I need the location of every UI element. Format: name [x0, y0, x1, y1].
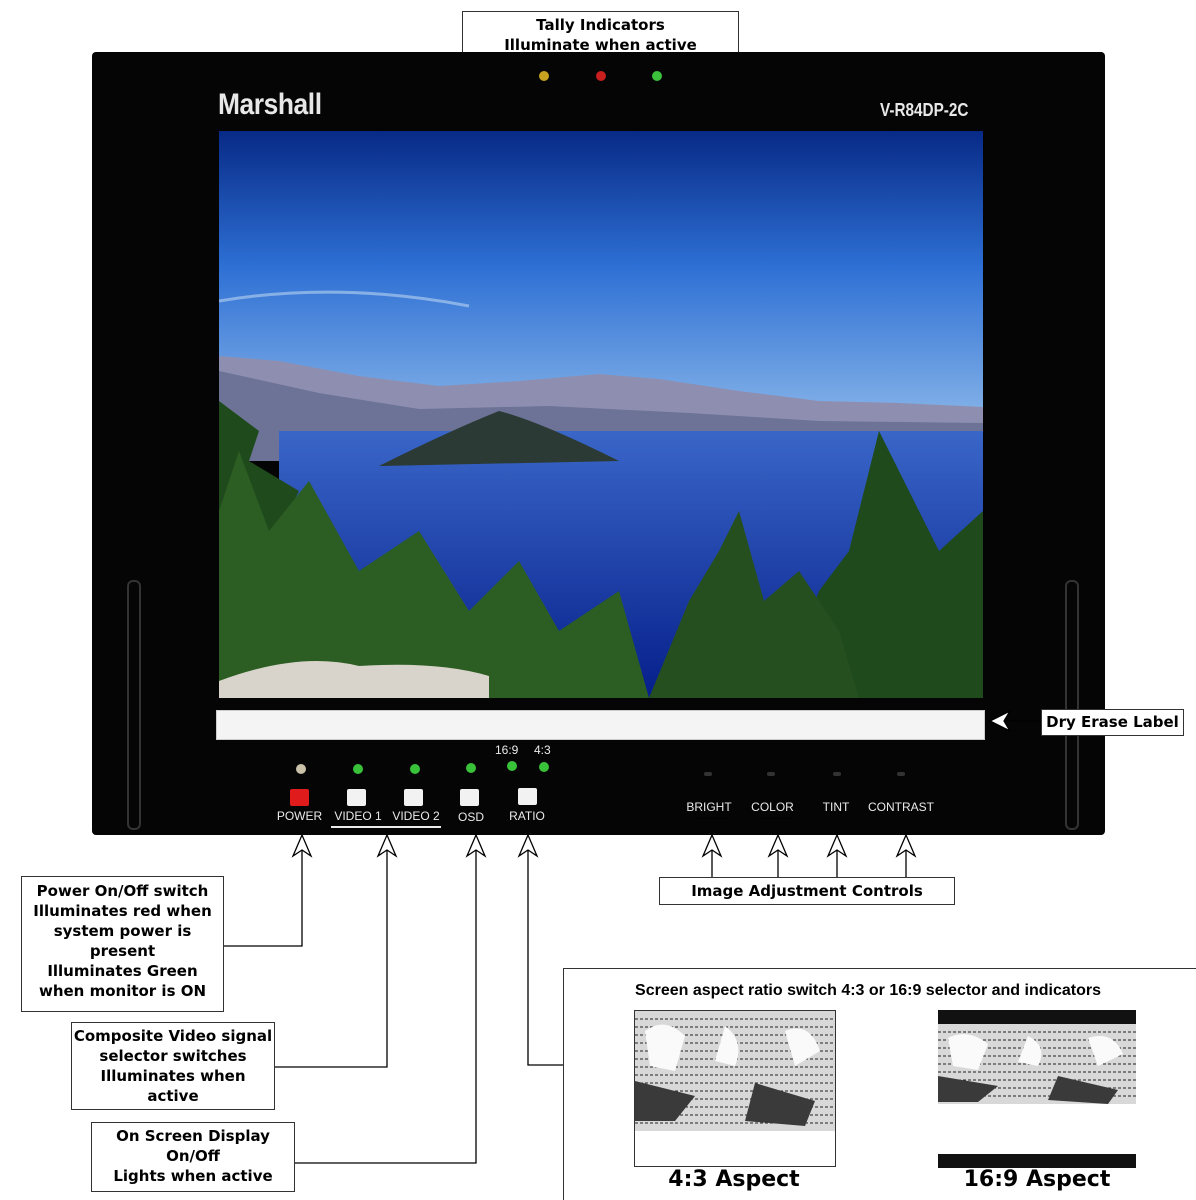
aspect-43-preview-image: [635, 1011, 835, 1131]
video-callout-line: active: [147, 1087, 199, 1105]
osd-button[interactable]: [460, 789, 479, 806]
dry-erase-label-callout: Dry Erase Label: [1041, 709, 1184, 736]
color-knob[interactable]: [767, 772, 775, 776]
monitor-screen-image: [219, 131, 983, 698]
composite-video-callout: Composite Video signal selector switches…: [71, 1022, 275, 1110]
video-callout-line: Composite Video signal: [73, 1027, 273, 1045]
bright-knob[interactable]: [704, 772, 712, 776]
aspect-169-preview-image: [938, 1010, 1136, 1168]
video-callout-line: selector switches: [99, 1047, 247, 1065]
tally-led-red: [596, 71, 606, 81]
image-adjustment-callout: Image Adjustment Controls: [659, 877, 955, 905]
tint-knob[interactable]: [833, 772, 841, 776]
power-button[interactable]: [290, 789, 309, 806]
right-rack-handle: [1065, 580, 1079, 830]
osd-button-label: OSD: [457, 810, 484, 824]
tally-led-green: [652, 71, 662, 81]
color-label: COLOR: [751, 800, 794, 814]
osd-callout-line: On/Off: [166, 1147, 220, 1165]
power-callout-line: system power is: [53, 922, 192, 940]
model-number: V-R84DP-2C: [880, 100, 969, 120]
contrast-label: CONTRAST: [868, 800, 934, 814]
tally-led-yellow: [539, 71, 549, 81]
osd-callout-line: On Screen Display: [116, 1127, 270, 1145]
aspect-ratio-title: Screen aspect ratio switch 4:3 or 16:9 s…: [635, 982, 1101, 999]
power-switch-callout: Power On/Off switch Illuminates red when…: [21, 876, 224, 1012]
power-led: [296, 764, 306, 774]
left-rack-handle: [127, 580, 141, 830]
power-callout-line: Illuminates Green: [47, 962, 198, 980]
ratio-button-label: RATIO: [509, 809, 545, 823]
power-button-label: POWER: [276, 809, 323, 823]
tally-indicators-callout: Tally Indicators Illuminate when active: [462, 11, 739, 59]
aspect-43-caption: 4:3 Aspect: [668, 1167, 800, 1192]
aspect-169-caption: 16:9 Aspect: [963, 1167, 1111, 1192]
video-callout-line: Illuminates when: [100, 1067, 246, 1085]
tint-label: TINT: [822, 800, 850, 814]
brand-logo: Marshall: [218, 88, 322, 121]
video-group-underline: [331, 826, 441, 828]
video2-button-label: VIDEO 2: [392, 809, 440, 823]
image-adjustment-callout-text: Image Adjustment Controls: [691, 882, 923, 900]
tally-callout-line2: Illuminate when active: [504, 36, 697, 54]
power-callout-line: when monitor is ON: [38, 982, 207, 1000]
video1-led: [353, 764, 363, 774]
bright-label: BRIGHT: [686, 800, 732, 814]
osd-led: [466, 763, 476, 773]
power-callout-line: Power On/Off switch: [36, 882, 209, 900]
ratio-button[interactable]: [518, 788, 537, 805]
power-callout-line: Illuminates red when: [33, 902, 212, 920]
ratio-169-led: [507, 761, 517, 771]
aspect-43-preview: [634, 1010, 836, 1167]
aspect-169-preview: [938, 1010, 1136, 1168]
ratio-169-indicator-label: 16:9: [495, 743, 519, 757]
dry-erase-callout-text: Dry Erase Label: [1046, 713, 1179, 731]
osd-callout: On Screen Display On/Off Lights when act…: [91, 1122, 295, 1192]
power-callout-line: present: [89, 942, 156, 960]
osd-callout-line: Lights when active: [113, 1167, 273, 1185]
ratio-43-led: [539, 762, 549, 772]
contrast-knob[interactable]: [897, 772, 905, 776]
video1-button[interactable]: [347, 789, 366, 806]
tally-callout-line1: Tally Indicators: [536, 16, 665, 34]
lake-landscape-picture: [219, 131, 983, 698]
ratio-43-indicator-label: 4:3: [534, 743, 551, 757]
video2-led: [410, 764, 420, 774]
dry-erase-label-strip[interactable]: [216, 710, 985, 740]
video1-button-label: VIDEO 1: [334, 809, 382, 823]
video2-button[interactable]: [404, 789, 423, 806]
